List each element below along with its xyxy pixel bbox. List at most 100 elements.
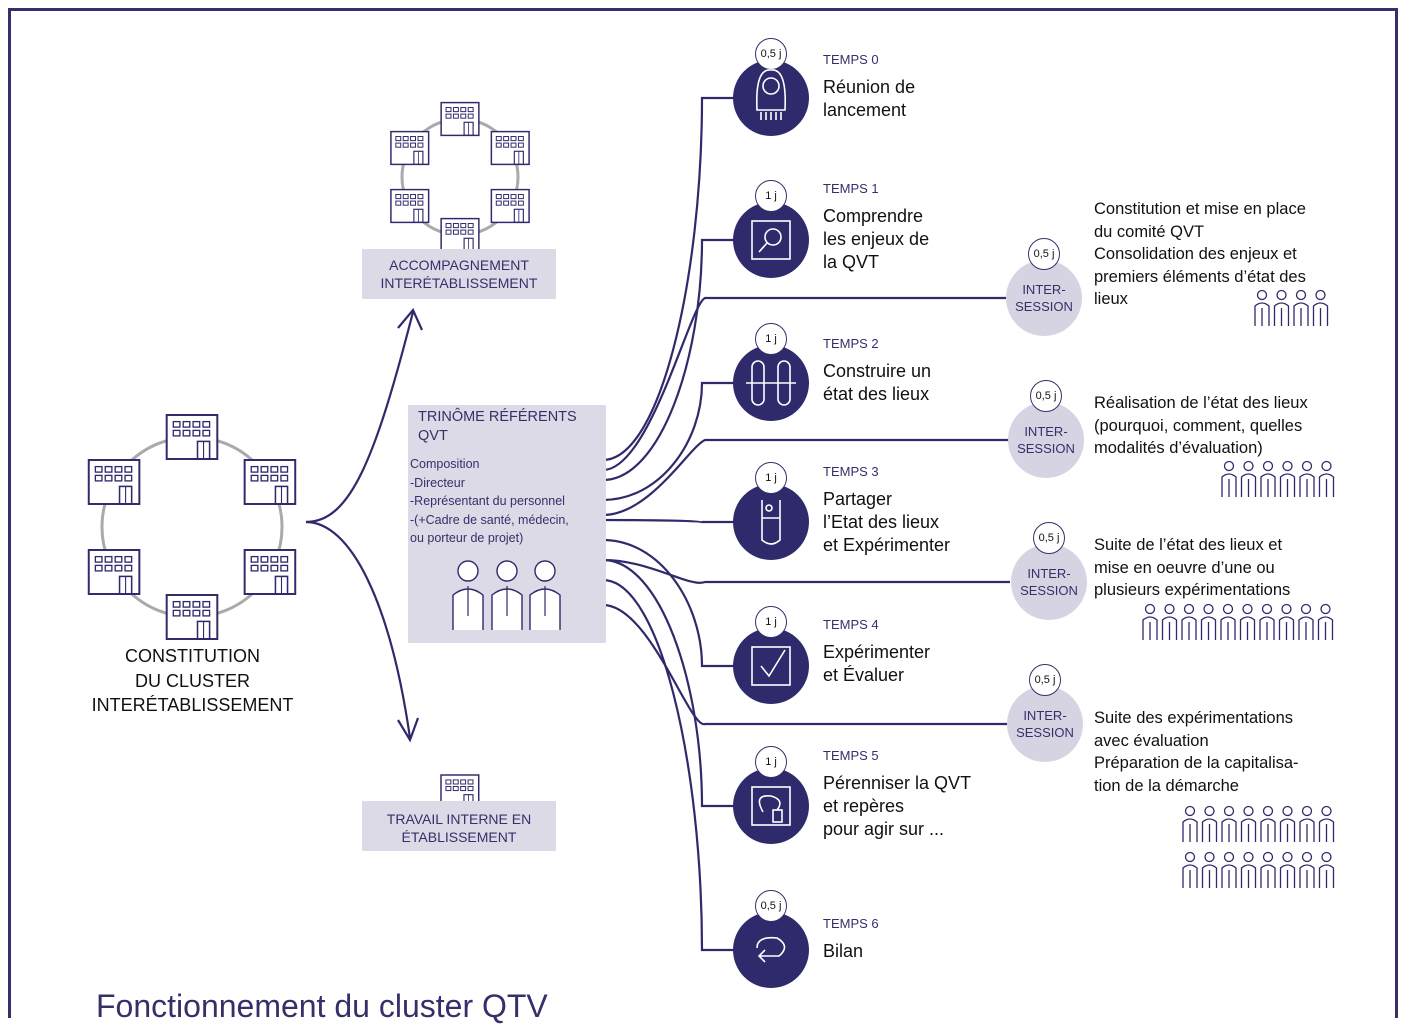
- person-icon: [1260, 805, 1276, 842]
- intersession-description: avec évaluation: [1094, 731, 1209, 750]
- trinome-title: QVT: [418, 428, 448, 444]
- temps-title: état des lieux: [823, 384, 930, 404]
- building-icon: [440, 101, 480, 137]
- person-icon: [1318, 460, 1335, 497]
- trinome-composition: Composition: [410, 457, 480, 471]
- temps-node-4: [733, 628, 809, 704]
- person-icon: [1318, 805, 1335, 842]
- building-icon: [390, 130, 430, 166]
- building-icon: [440, 217, 480, 253]
- duration-badge: 1 j: [755, 462, 787, 494]
- building-icon: [87, 549, 141, 595]
- temps-node-3: [733, 484, 809, 560]
- intersession-description: modalités d’évaluation): [1094, 439, 1263, 457]
- person-icon: [1312, 289, 1329, 326]
- temps-node-6: [733, 912, 809, 988]
- temps-title: et repères: [823, 796, 905, 816]
- temps-node-5: [733, 768, 809, 844]
- person-icon: [1273, 289, 1290, 326]
- duration-badge: 1 j: [755, 180, 787, 212]
- intersession-label: INTER-SESSION: [1015, 282, 1073, 314]
- temps-title: Partager: [823, 489, 893, 509]
- trinome-composition: -Directeur: [410, 475, 465, 490]
- intersession-description: Préparation de la capitalisa-: [1094, 754, 1299, 772]
- temps-label: TEMPS 2: [823, 336, 879, 351]
- temps-label: TEMPS 1: [823, 181, 879, 196]
- diagram-frame: [8, 8, 1398, 1018]
- temps-title: et Expérimenter: [823, 535, 951, 555]
- temps-title: les enjeux de: [823, 229, 930, 249]
- person-icon: [1279, 460, 1296, 497]
- intersession-label: INTER-SESSION: [1017, 424, 1075, 456]
- people-groups: [1142, 289, 1335, 888]
- intersession-description: lieux: [1094, 290, 1128, 308]
- building-icon: [490, 130, 530, 166]
- person-icon: [1293, 289, 1309, 326]
- intersession-description: premiers éléments d’état des: [1094, 267, 1306, 286]
- cluster-ring-small: [390, 101, 530, 253]
- person-icon: [1201, 851, 1218, 888]
- duration-badge: 1 j: [755, 746, 787, 778]
- person-icon: [1201, 805, 1218, 842]
- temps-title: Construire un: [823, 361, 932, 381]
- intersession-node: INTER-SESSION: [1007, 686, 1083, 762]
- duration-badge: 1 j: [755, 323, 787, 355]
- temps-label: TEMPS 4: [823, 617, 879, 632]
- person-icon: [1259, 603, 1275, 640]
- duration-badge: 0,5 j: [1029, 664, 1061, 696]
- person-icon: [1239, 603, 1256, 640]
- person-icon: [1240, 851, 1257, 888]
- temps-title: pour agir sur ...: [823, 819, 945, 839]
- accompagnement-box-line: ACCOMPAGNEMENT: [389, 257, 529, 273]
- travail-interne-box-line: ÉTABLISSEMENT: [401, 829, 517, 845]
- person-icon: [1182, 851, 1198, 888]
- person-icon: [1221, 851, 1237, 888]
- person-icon: [1142, 603, 1158, 640]
- person-icon: [1318, 851, 1335, 888]
- intersession-description: Suite des expérimentations: [1094, 709, 1294, 727]
- intersession-description: tion de la démarche: [1094, 776, 1239, 795]
- accompagnement-box-line: INTERÉTABLISSEMENT: [380, 275, 538, 291]
- accompagnement-box: ACCOMPAGNEMENT INTERÉTABLISSEMENT: [362, 249, 556, 299]
- temps-title: et Évaluer: [823, 665, 905, 685]
- temps-label: TEMPS 5: [823, 748, 879, 763]
- travail-interne-box-line: TRAVAIL INTERNE EN: [386, 811, 532, 827]
- temps-node-1: [733, 202, 809, 278]
- person-icon: [1240, 460, 1257, 497]
- duration-badge: 0,5 j: [1033, 522, 1065, 554]
- temps-title: Pérenniser la QVT: [823, 773, 972, 793]
- cluster-label: DU CLUSTER: [134, 670, 250, 691]
- cluster-label: CONSTITUTION: [125, 646, 260, 666]
- person-icon: [1299, 460, 1315, 497]
- duration-badge: 0,5 j: [755, 890, 787, 922]
- intersession-description: mise en oeuvre d’une ou: [1094, 558, 1275, 577]
- footer-title: Fonctionnement du cluster QTV: [96, 988, 548, 1024]
- intersession-label: INTER-SESSION: [1016, 708, 1074, 740]
- person-icon: [1279, 851, 1296, 888]
- person-icon: [1278, 603, 1295, 640]
- temps-title: l’Etat des lieux: [823, 512, 940, 532]
- person-icon: [1279, 805, 1296, 842]
- intersession-node: INTER-SESSION: [1006, 260, 1082, 336]
- intersession-node: INTER-SESSION: [1008, 402, 1084, 478]
- person-icon: [1299, 805, 1315, 842]
- temps-title: lancement: [823, 100, 907, 120]
- person-icon: [1182, 805, 1198, 842]
- building-icon: [87, 459, 141, 505]
- duration-badge: 0,5 j: [755, 38, 787, 70]
- person-icon: [1260, 460, 1276, 497]
- person-icon: [1260, 851, 1276, 888]
- temps-node-2: [733, 345, 809, 421]
- temps-title: Expérimenter: [823, 642, 931, 662]
- duration-badge: 1 j: [755, 606, 787, 638]
- intersession-description: du comité QVT: [1094, 222, 1205, 241]
- intersession-description: Réalisation de l’état des lieux: [1094, 394, 1308, 412]
- person-icon: [1240, 805, 1257, 842]
- trinome-composition: -Représentant du personnel: [410, 494, 565, 508]
- person-icon: [1299, 851, 1315, 888]
- connector-lines: [305, 96, 1010, 952]
- duration-badge: 0,5 j: [1030, 380, 1062, 412]
- temps-label: TEMPS 6: [823, 916, 879, 931]
- temps-title: Réunion de: [823, 77, 916, 97]
